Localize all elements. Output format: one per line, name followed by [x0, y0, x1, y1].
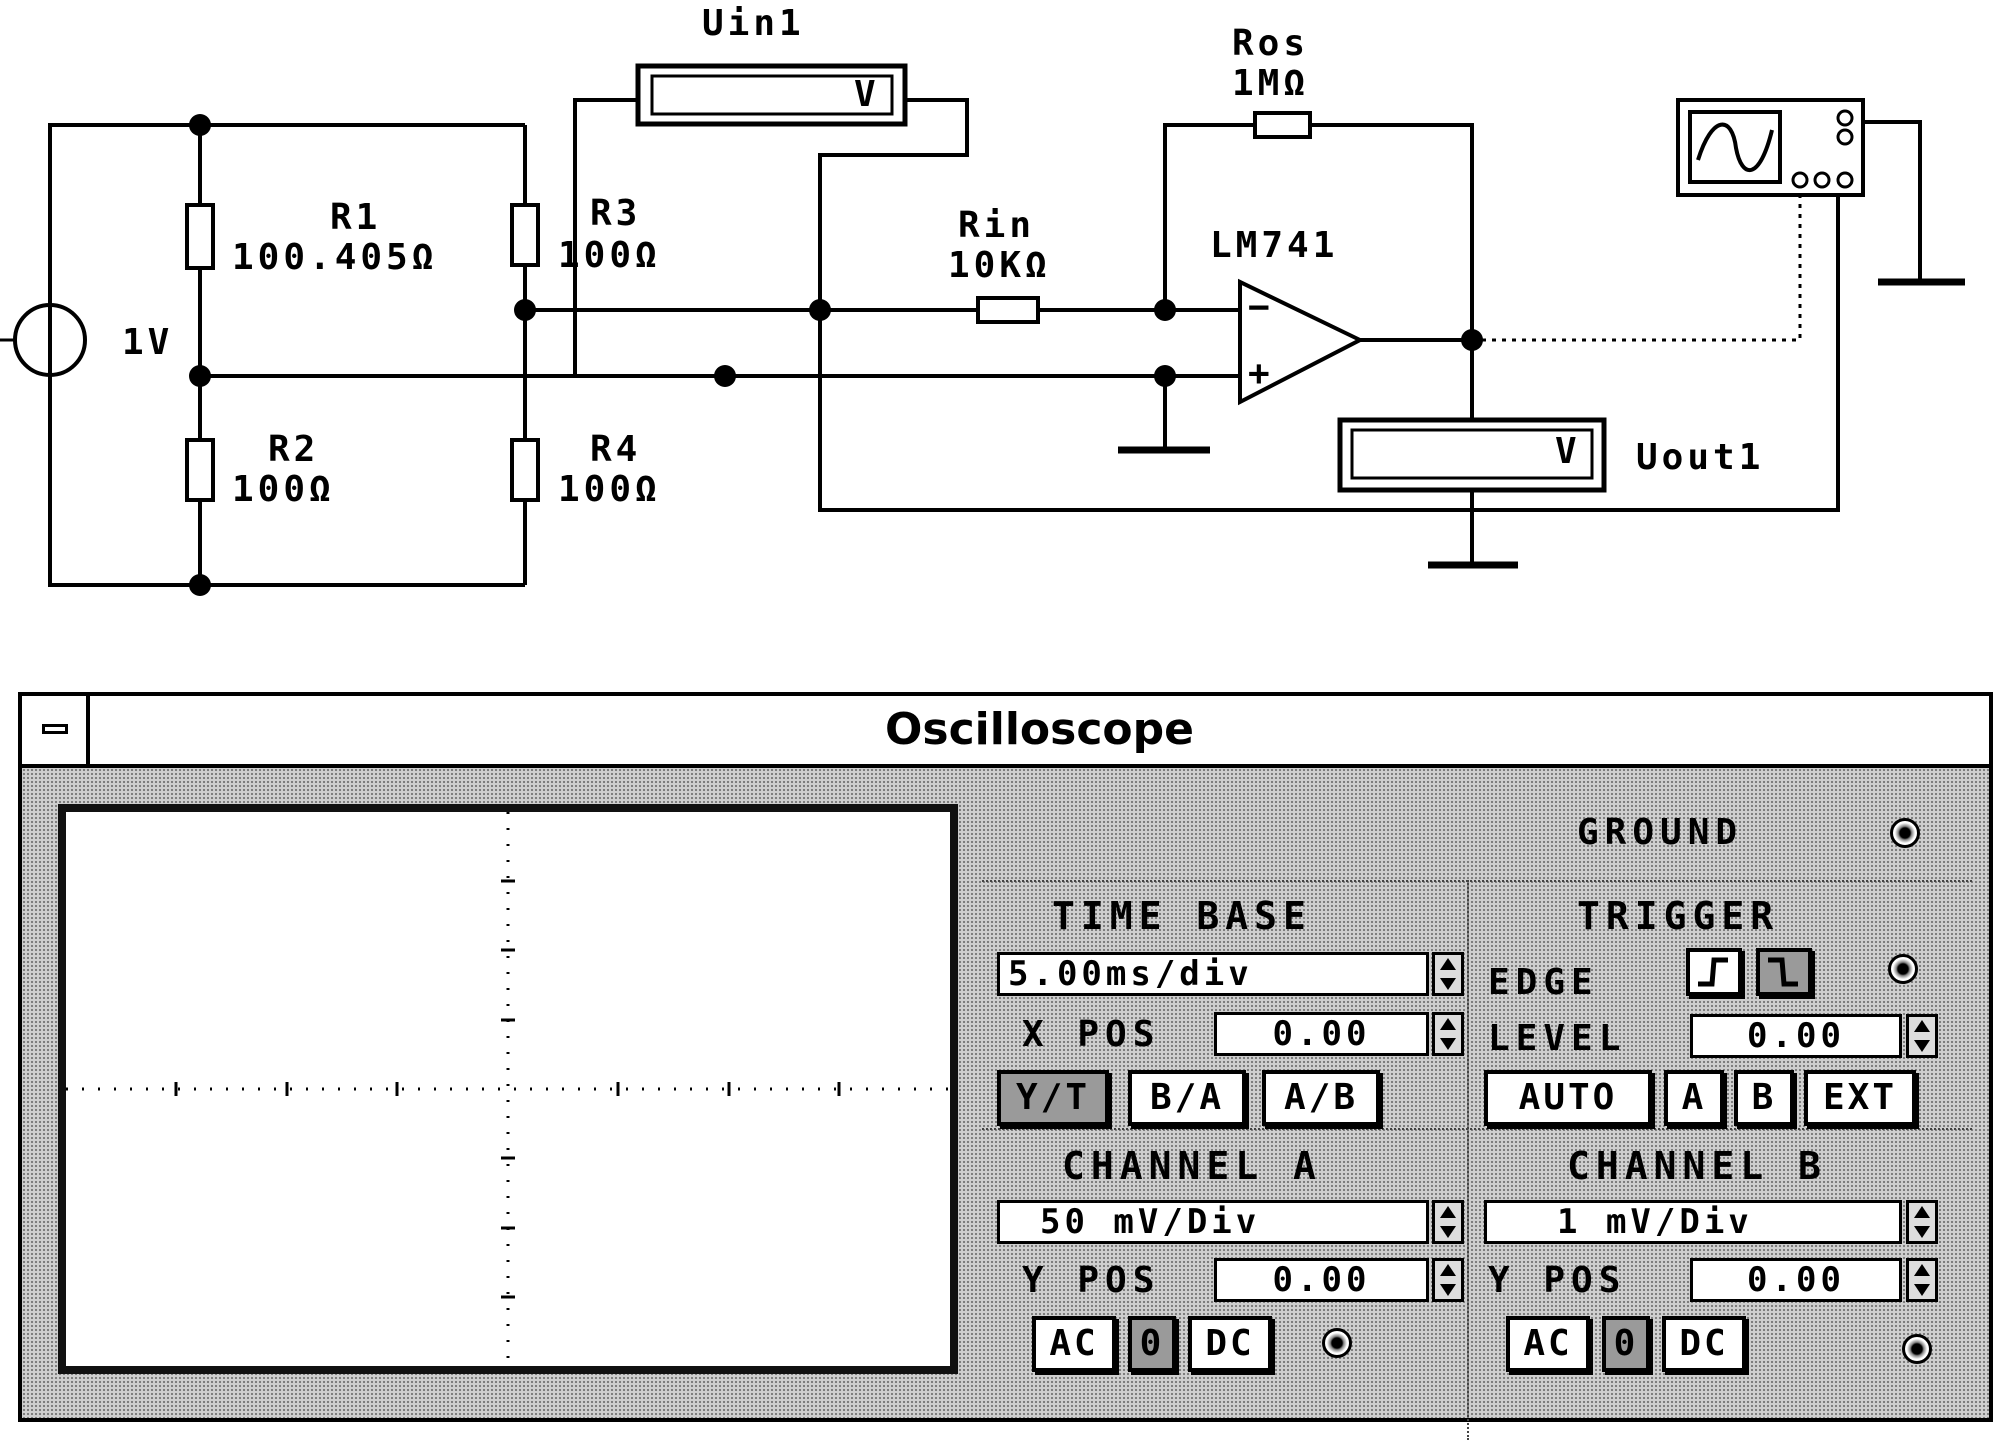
vout-meter-name: Uout1 — [1636, 437, 1765, 478]
channel-b-title: CHANNEL B — [1567, 1144, 1827, 1188]
channel-a-ypos-label: Y POS — [1022, 1260, 1161, 1301]
oscilloscope-icon — [1676, 98, 1865, 197]
edge-rising-button[interactable] — [1686, 948, 1742, 996]
resistor-r3 — [510, 203, 540, 267]
trigger-ext-button[interactable]: EXT — [1804, 1070, 1916, 1126]
channel-a-zero-button[interactable]: 0 — [1128, 1316, 1176, 1372]
channel-a-dc-button[interactable]: DC — [1188, 1316, 1272, 1372]
r2-value: 100Ω — [232, 469, 335, 510]
xpos-spinner[interactable] — [1432, 1012, 1464, 1056]
r2-name: R2 — [268, 429, 320, 470]
level-label: LEVEL — [1488, 1018, 1627, 1059]
trigger-b-button[interactable]: B — [1734, 1070, 1794, 1126]
channel-a-volts-field[interactable]: 50 mV/Div — [997, 1200, 1429, 1244]
timebase-spinner[interactable] — [1432, 952, 1464, 996]
rin-value: 10KΩ — [948, 245, 1051, 286]
channel-b-ac-button[interactable]: AC — [1506, 1316, 1590, 1372]
opamp-name: LM741 — [1210, 225, 1339, 266]
panel-divider-top — [982, 880, 1972, 882]
timebase-value-field[interactable]: 5.00ms/div — [997, 952, 1429, 996]
channel-a-ac-button[interactable]: AC — [1032, 1316, 1116, 1372]
mode-ab-button[interactable]: A/B — [1262, 1070, 1380, 1126]
vout-meter-unit: V — [1555, 431, 1581, 472]
resistor-r4 — [510, 438, 540, 502]
ros-value: 1MΩ — [1232, 63, 1310, 104]
scope-display — [58, 804, 958, 1374]
resistor-rin — [976, 296, 1040, 324]
channel-a-ypos-field[interactable]: 0.00 — [1214, 1258, 1429, 1302]
vin-meter-name: Uin1 — [702, 3, 805, 44]
channel-b-zero-button[interactable]: 0 — [1602, 1316, 1650, 1372]
channel-b-volts-field[interactable]: 1 mV/Div — [1484, 1200, 1902, 1244]
trigger-a-button[interactable]: A — [1664, 1070, 1724, 1126]
xpos-label: X POS — [1022, 1014, 1161, 1055]
oscilloscope-titlebar: Oscilloscope — [22, 696, 1989, 768]
opamp-plus: + — [1248, 353, 1274, 394]
trigger-title: TRIGGER — [1577, 894, 1780, 938]
mode-ba-button[interactable]: B/A — [1128, 1070, 1246, 1126]
scope-graticule — [66, 812, 950, 1366]
oscilloscope-window: Oscilloscope — [18, 692, 1993, 1440]
channel-a-terminal[interactable] — [1322, 1328, 1352, 1358]
r3-name: R3 — [590, 193, 642, 234]
r4-name: R4 — [590, 429, 642, 470]
level-spinner[interactable] — [1906, 1014, 1938, 1058]
resistor-r2 — [185, 438, 215, 502]
channel-a-title: CHANNEL A — [1062, 1144, 1322, 1188]
circuit-schematic — [0, 63, 1965, 596]
opamp-minus: − — [1248, 287, 1274, 328]
rising-edge-icon — [1698, 957, 1728, 987]
r1-name: R1 — [330, 197, 382, 238]
r4-value: 100Ω — [558, 469, 661, 510]
timebase-title: TIME BASE — [1052, 894, 1312, 938]
channel-b-ypos-label: Y POS — [1488, 1260, 1627, 1301]
ground-terminal[interactable] — [1890, 818, 1920, 848]
resistor-ros — [1253, 111, 1312, 139]
channel-b-volts-spinner[interactable] — [1906, 1200, 1938, 1244]
minimize-bar-icon — [42, 724, 68, 734]
r1-value: 100.405Ω — [232, 237, 438, 278]
falling-edge-icon — [1768, 957, 1798, 987]
opamp-symbol — [1238, 278, 1365, 406]
resistor-r1 — [185, 203, 215, 270]
channel-a-volts-spinner[interactable] — [1432, 1200, 1464, 1244]
window-title: Oscilloscope — [885, 704, 1194, 755]
channel-b-ypos-field[interactable]: 0.00 — [1690, 1258, 1902, 1302]
channel-a-ypos-spinner[interactable] — [1432, 1258, 1464, 1302]
mode-yt-button[interactable]: Y/T — [997, 1070, 1109, 1126]
system-menu-button[interactable] — [22, 696, 90, 764]
edge-falling-button[interactable] — [1756, 948, 1812, 996]
oscilloscope-body: GROUND TIME BASE 5.00ms/div X POS 0.00 Y… — [22, 768, 1989, 1440]
trigger-ext-terminal[interactable] — [1888, 954, 1918, 984]
channel-b-ypos-spinner[interactable] — [1906, 1258, 1938, 1302]
vin-meter-unit: V — [854, 74, 880, 115]
trigger-auto-button[interactable]: AUTO — [1484, 1070, 1652, 1126]
ros-name: Ros — [1232, 23, 1310, 64]
rin-name: Rin — [958, 205, 1036, 246]
level-field[interactable]: 0.00 — [1690, 1014, 1902, 1058]
r3-value: 100Ω — [558, 235, 661, 276]
edge-label: EDGE — [1488, 962, 1599, 1003]
channel-b-terminal[interactable] — [1902, 1334, 1932, 1364]
channel-b-dc-button[interactable]: DC — [1662, 1316, 1746, 1372]
source-label: 1V — [122, 322, 174, 363]
panel-divider-middle — [982, 1128, 1972, 1130]
ground-label: GROUND — [1577, 812, 1744, 853]
xpos-field[interactable]: 0.00 — [1214, 1012, 1429, 1056]
panel-divider-vertical — [1467, 880, 1469, 1440]
